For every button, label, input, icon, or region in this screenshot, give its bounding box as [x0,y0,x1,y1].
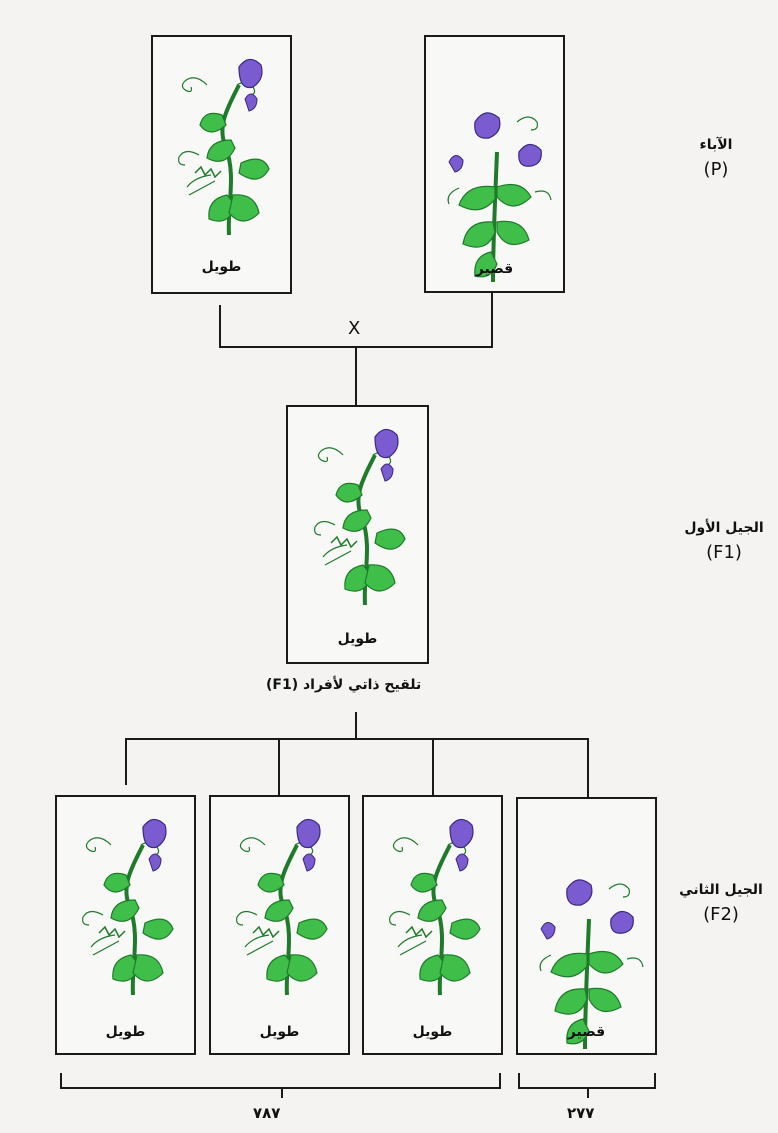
cross-symbol: X [348,318,361,339]
f1-plant-box: طويل [286,405,429,664]
f2-plant-box-2: طويل [209,795,350,1055]
generation-label-p: الآباء (P) [668,135,764,183]
f1-plant-label: طويل [337,631,378,647]
short-pea-plant-image [539,879,644,1050]
parent-short-label: قصير [475,261,514,277]
generation-p-name: الآباء [699,137,733,153]
generation-p-code: (P) [703,159,729,180]
parent-tall-box: طويل [151,35,292,294]
tall-pea-plant-image [81,818,174,996]
f2-plant-label-3: طويل [412,1024,453,1040]
parent-short-box: قصير [424,35,565,293]
f2-plant-label-2: طويل [259,1024,300,1040]
selfing-label: تلقيح ذاتي لأفراد (F1) [266,677,422,693]
f2-plant-label-1: طويل [105,1024,146,1040]
f2-plant-box-1: طويل [55,795,196,1055]
f2-plant-box-3: طويل [362,795,503,1055]
short-count: ٢٧٧ [567,1104,595,1122]
short-count-bracket [518,1073,656,1089]
tall-pea-plant-image [313,428,406,606]
generation-f2-code: (F2) [703,904,739,925]
generation-f1-code: (F1) [706,542,742,563]
parent-tall-label: طويل [201,259,242,275]
f2-branch-line [125,738,589,797]
short-pea-plant-image [447,112,552,283]
generation-f2-name: الجيل الثاني [679,882,763,898]
generation-f1-name: الجيل الأول [684,520,764,536]
f2-plant-label-4: قصير [567,1024,606,1040]
generation-label-f2: الجيل الثاني (F2) [673,880,769,928]
tall-count-bracket [60,1073,501,1089]
f2-plant-box-4: قصير [516,797,657,1055]
tall-pea-plant-image [388,818,481,996]
generation-label-f1: الجيل الأول (F1) [676,518,772,566]
tall-pea-plant-image [235,818,328,996]
tall-count: ٧٨٧ [253,1104,281,1122]
tall-pea-plant-image [177,58,270,236]
